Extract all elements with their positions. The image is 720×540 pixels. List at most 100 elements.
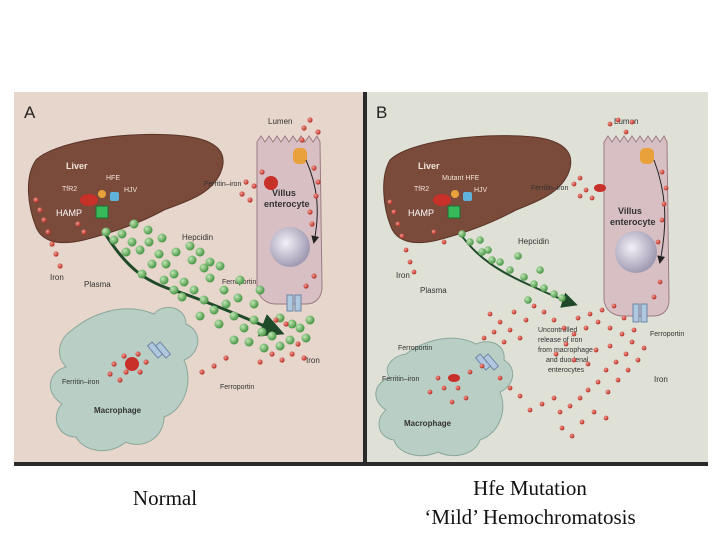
iron-particle	[595, 379, 601, 385]
hepcidin-molecule	[157, 233, 167, 243]
iron-particle	[629, 339, 635, 345]
tfr2-label-a: TfR2	[62, 186, 77, 193]
gut-transport-arrow-a	[305, 159, 320, 244]
iron-particle	[301, 355, 307, 361]
hepcidin-molecule	[536, 266, 544, 274]
iron-particle	[53, 251, 59, 257]
hepcidin-molecule	[199, 263, 209, 273]
iron-particle	[507, 327, 513, 333]
iron-particle	[615, 377, 621, 383]
iron-particle	[591, 409, 597, 415]
hepcidin-molecule	[185, 241, 195, 251]
iron-particle	[441, 239, 447, 245]
hepcidin-molecule	[295, 323, 305, 333]
hepcidin-molecule	[189, 285, 199, 295]
ferritin-iron-label-b: Ferritin–iron	[531, 185, 568, 192]
iron-particle	[123, 369, 129, 375]
iron-particle	[657, 279, 663, 285]
iron-particle	[603, 367, 609, 373]
iron-particle	[585, 361, 591, 367]
iron-particle	[587, 311, 593, 317]
enterocyte-b	[603, 135, 670, 317]
dmt1-transporter-b	[640, 148, 654, 164]
iron-particle	[563, 341, 569, 347]
iron-particle	[411, 269, 417, 275]
iron-particle	[449, 399, 455, 405]
iron-particle	[527, 407, 533, 413]
hjv-protein-a	[110, 192, 119, 201]
iron-particle	[309, 221, 315, 227]
hepcidin-molecule	[520, 273, 528, 281]
iron-particle	[615, 117, 621, 123]
uncontrolled-line-3: from macrophage	[538, 347, 593, 354]
iron-particle	[661, 201, 667, 207]
iron-particle	[33, 197, 39, 203]
iron-particle	[239, 191, 245, 197]
hepcidin-molecule	[249, 299, 259, 309]
iron-particle	[81, 229, 87, 235]
iron-particle	[307, 209, 313, 215]
iron-particle	[511, 309, 517, 315]
caption-mutation-title: Hfe Mutation	[473, 476, 587, 500]
iron-particle	[75, 221, 81, 227]
hepcidin-molecule	[233, 293, 243, 303]
iron-particle	[541, 309, 547, 315]
hepcidin-molecule	[101, 227, 111, 237]
hepcidin-molecule	[215, 261, 225, 271]
iron-particle	[311, 165, 317, 171]
macro-ferroportin-label-b: Ferroportin	[398, 345, 432, 352]
tfr2-receptor-a	[80, 194, 98, 206]
iron-particle	[599, 307, 605, 313]
hjv-label-b: HJV	[474, 187, 488, 194]
caption-mutation-subtitle: ‘Mild’ Hemochromatosis	[424, 505, 636, 529]
iron-particle	[651, 294, 657, 300]
iron-particle	[41, 217, 47, 223]
iron-particle	[111, 361, 117, 367]
hepcidin-molecule	[514, 252, 522, 260]
iron-particle	[289, 351, 295, 357]
hepcidin-molecule	[219, 285, 229, 295]
hjv-protein-b	[463, 192, 472, 201]
iron-particle	[551, 395, 557, 401]
iron-particle	[467, 369, 473, 375]
villus-label-a: Villus	[272, 188, 296, 198]
ferroportin-gut-a-1	[286, 294, 294, 312]
iron-particle	[435, 375, 441, 381]
iron-label-left-a: Iron	[50, 273, 64, 282]
iron-particle	[259, 169, 265, 175]
iron-particle	[593, 347, 599, 353]
enterocyte-label-a: enterocyte	[264, 199, 310, 209]
iron-particle	[655, 239, 661, 245]
iron-particle	[251, 183, 257, 189]
hepcidin-molecule	[257, 327, 267, 337]
iron-particle	[551, 317, 557, 323]
hemochromatosis-figure: A Liver TfR2 HFE HJV HAMP Lumen Villus e…	[14, 92, 708, 466]
plasma-label-a: Plasma	[84, 280, 111, 289]
iron-particle	[619, 331, 625, 337]
iron-particle	[517, 335, 523, 341]
hepcidin-molecule	[478, 248, 486, 256]
iron-particle	[37, 207, 43, 213]
panel-a-letter: A	[24, 103, 36, 122]
hepcidin-molecule	[484, 246, 492, 254]
iron-particle	[629, 119, 635, 125]
hepcidin-molecule	[255, 285, 265, 295]
iron-particle	[611, 303, 617, 309]
macro-ferritin-label-b: Ferritin–iron	[382, 376, 419, 383]
hepcidin-molecule	[137, 269, 147, 279]
iron-particle	[211, 363, 217, 369]
iron-particle	[589, 195, 595, 201]
iron-particle	[531, 303, 537, 309]
hamp-gene-b	[447, 205, 461, 219]
uncontrolled-line-1: Uncontrolled	[538, 327, 577, 334]
iron-particle	[391, 209, 397, 215]
gut-transport-arrow-b	[653, 159, 666, 264]
iron-particle	[269, 351, 275, 357]
iron-particle	[567, 403, 573, 409]
macrophage-label-a: Macrophage	[94, 406, 142, 415]
liver-shape-a	[27, 133, 224, 244]
panel-b: B Liver TfR2 Mutant HFE HJV HAMP Lumen V…	[367, 92, 708, 462]
hepcidin-molecule	[229, 311, 239, 321]
iron-particle	[137, 369, 143, 375]
hepcidin-molecule	[121, 247, 131, 257]
